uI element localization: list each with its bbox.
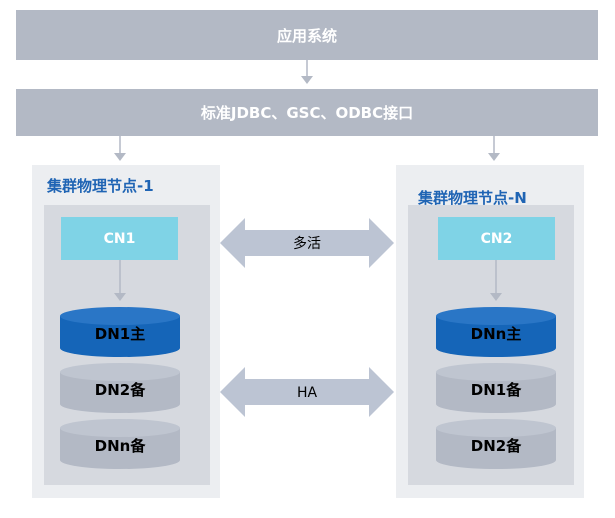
application-system-label: 应用系统 (276, 26, 337, 45)
cluster-node-left-title: 集群物理节点-1 (47, 177, 154, 195)
interface-layer-label: 标准JDBC、GSC、ODBC接口 (200, 104, 414, 122)
disk-left-1-label: DN1主 (95, 325, 145, 343)
ha-double-arrow (220, 367, 394, 417)
disk-left-1: DN1主 (60, 307, 180, 357)
disk-right-1-label: DNn主 (471, 325, 522, 343)
application-system-bar: 应用系统 (16, 10, 598, 60)
disk-right-2-label: DN1备 (471, 381, 522, 399)
disk-right-3-label: DN2备 (471, 437, 522, 455)
disk-left-2-label: DN2备 (95, 381, 146, 399)
disk-right-1: DNn主 (436, 307, 556, 357)
connector-cn1-to-dn (114, 260, 126, 301)
connector-cn2-to-dn (490, 260, 502, 301)
interface-layer-bar: 标准JDBC、GSC、ODBC接口 (16, 89, 598, 136)
connector-app-to-interface (301, 60, 313, 84)
disk-right-3: DN2备 (436, 419, 556, 469)
ha-label: HA (297, 385, 318, 401)
disk-right-2: DN1备 (436, 363, 556, 413)
cn1-box: CN1 (61, 217, 178, 260)
active-active-double-arrow (220, 218, 394, 268)
disk-left-3-label: DNn备 (95, 437, 147, 455)
connector-interface-to-left-node (114, 136, 126, 161)
cluster-node-right-title: 集群物理节点-N (418, 189, 527, 207)
connector-interface-to-right-node (488, 136, 500, 161)
cn2-box: CN2 (438, 217, 555, 260)
cn2-label: CN2 (480, 230, 513, 247)
disk-left-2: DN2备 (60, 363, 180, 413)
active-active-label: 多活 (293, 235, 321, 252)
cn1-label: CN1 (103, 230, 136, 247)
disk-left-3: DNn备 (60, 419, 180, 469)
